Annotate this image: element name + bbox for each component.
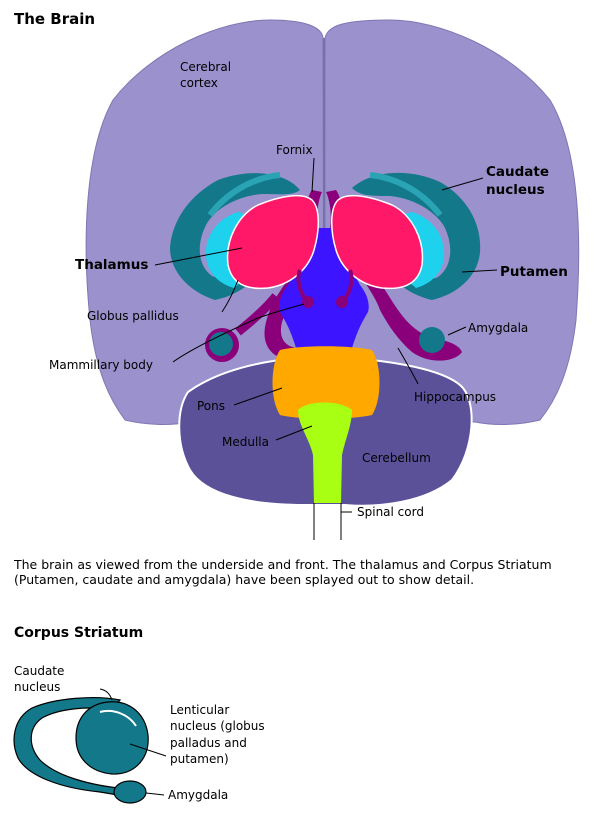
striatum-label-caudate-1: Caudate [14, 664, 64, 678]
corpus-striatum-diagram: Caudate nucleus Lenticular nucleus (glob… [13, 664, 265, 804]
brain-diagram: Cerebral cortex Fornix Caudate nucleus T… [49, 19, 580, 540]
page-title: The Brain [14, 10, 96, 28]
striatum-label-lenticular-1: Lenticular [170, 703, 229, 717]
label-cerebral-cortex-1: Cerebral [180, 60, 231, 74]
caption: The brain as viewed from the underside a… [14, 557, 552, 587]
label-amygdala: Amygdala [468, 321, 528, 335]
caudate-putamen-right [352, 172, 481, 300]
striatum-label-amygdala: Amygdala [168, 788, 228, 802]
striatum-label-caudate-2: nucleus [14, 680, 60, 694]
label-cerebral-cortex-2: cortex [180, 76, 218, 90]
thalamus-left [226, 194, 319, 290]
label-pons: Pons [197, 399, 225, 413]
label-caudate-2: nucleus [486, 182, 545, 198]
label-medulla: Medulla [222, 435, 269, 449]
striatum-label-lenticular-2: nucleus (globus [170, 719, 265, 733]
label-mammillary-body: Mammillary body [49, 358, 153, 372]
medulla [298, 402, 352, 503]
caudate-putamen-left [170, 173, 300, 300]
striatum-label-lenticular-4: putamen) [170, 752, 229, 766]
section-title: Corpus Striatum [14, 625, 144, 641]
label-hippocampus: Hippocampus [414, 390, 496, 404]
thalamus-right [331, 194, 424, 290]
striatum-label-lenticular-3: palladus and [170, 736, 247, 750]
label-caudate-1: Caudate [486, 164, 549, 180]
globus-pallidus-left [205, 212, 252, 288]
amygdala-shape [113, 780, 147, 804]
globus-pallidus-right [398, 212, 445, 288]
label-cerebellum: Cerebellum [362, 451, 431, 465]
pons [272, 346, 380, 419]
label-putamen: Putamen [500, 264, 568, 280]
label-globus-pallidus: Globus pallidus [87, 309, 179, 323]
label-fornix: Fornix [276, 143, 313, 157]
label-thalamus: Thalamus [75, 257, 148, 273]
lenticular-nucleus-shape [75, 701, 149, 775]
label-spinal-cord: Spinal cord [357, 505, 424, 519]
